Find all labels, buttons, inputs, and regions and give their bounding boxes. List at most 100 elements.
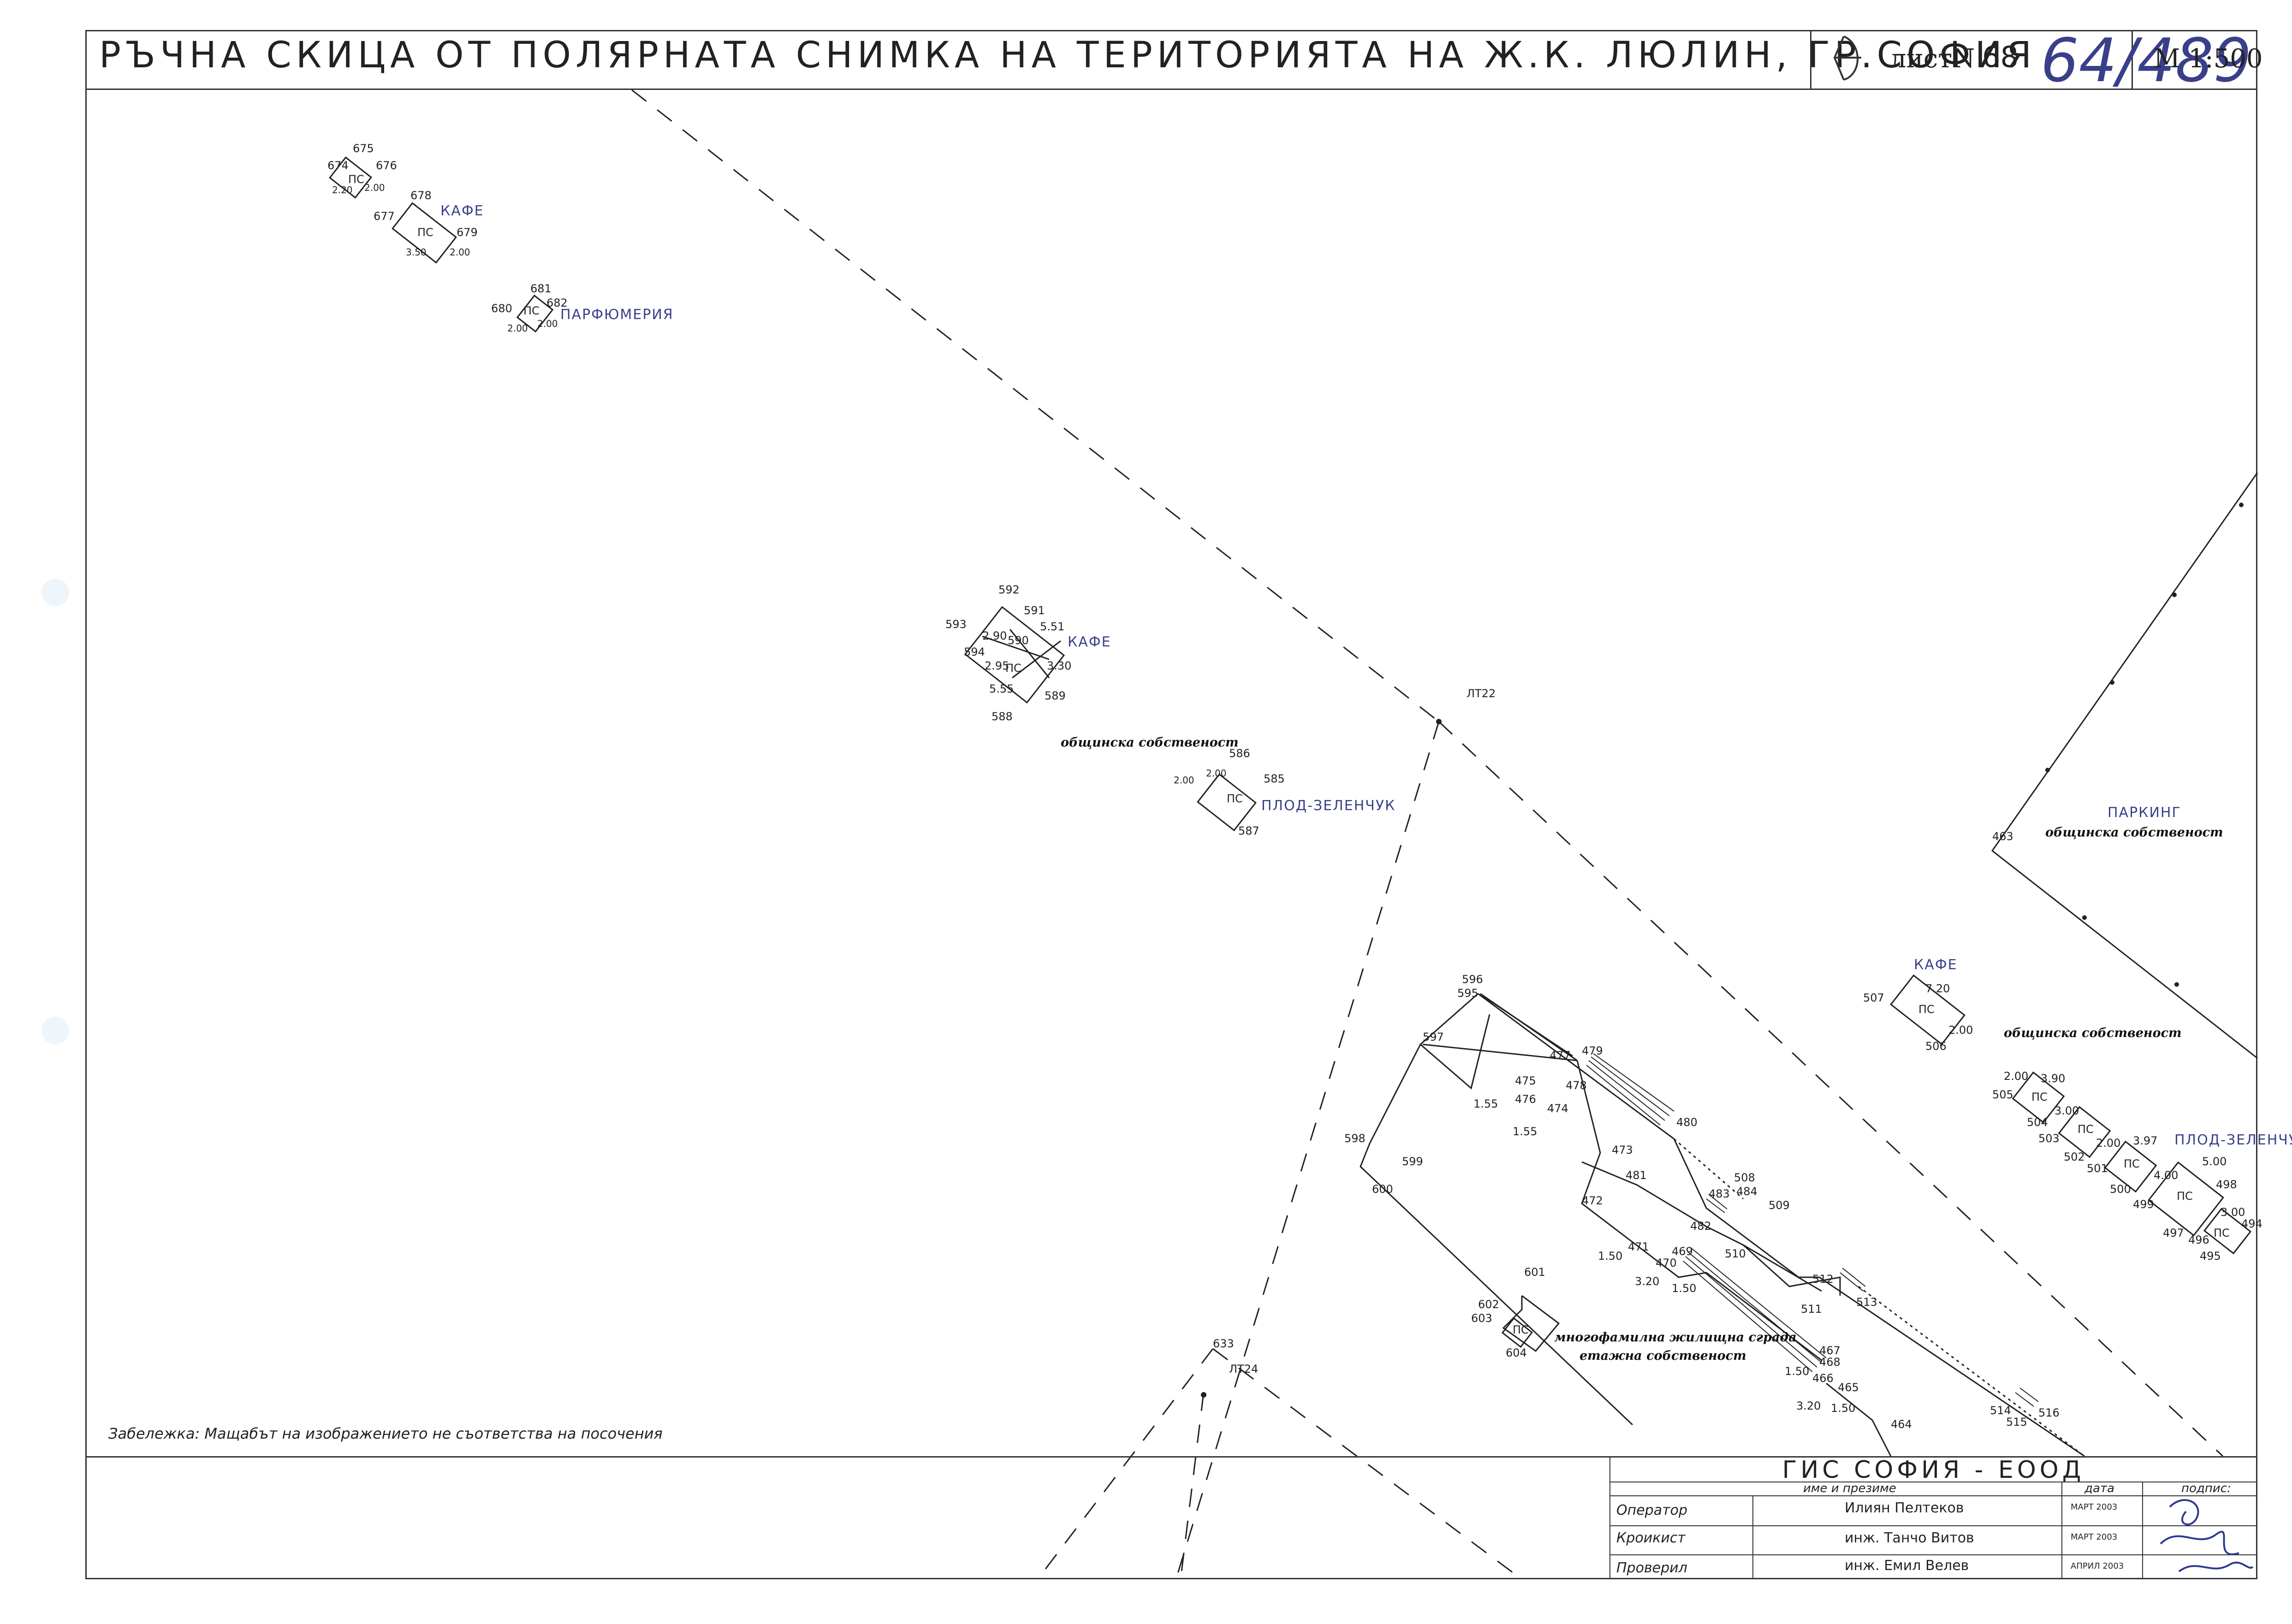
point-label: 470 <box>1656 1257 1677 1269</box>
name-column-header: име и презиме <box>1803 1482 1896 1495</box>
point-label: 633 <box>1213 1337 1234 1350</box>
point-label: 473 <box>1612 1144 1633 1156</box>
dimension-label: 1.50 <box>1785 1365 1810 1378</box>
date-value: МАРТ 2003 <box>2071 1532 2118 1542</box>
kiosk <box>1890 974 1965 1045</box>
handwritten-label: ПАРФЮМЕРИЯ <box>560 307 674 323</box>
dimension-label: 3.00 <box>2054 1104 2079 1117</box>
kiosk-label: ПС <box>523 304 540 317</box>
point-label: 677 <box>374 210 395 223</box>
handwritten-label: ПЛОД-ЗЕЛЕНЧУК <box>2174 1132 2292 1148</box>
dimension-label: 3.00 <box>2221 1206 2245 1219</box>
dimension-label: 2.00 <box>2004 1070 2029 1083</box>
point-label: 515 <box>2006 1416 2027 1428</box>
point-label: 591 <box>1024 604 1045 617</box>
dimension-label: 2.00 <box>364 182 385 193</box>
point-label: 496 <box>2188 1233 2209 1246</box>
point-label: 586 <box>1229 747 1250 760</box>
point-label: 501 <box>2087 1162 2108 1175</box>
point-label: 474 <box>1547 1102 1568 1115</box>
survey-line <box>1438 721 2224 1457</box>
dimension-label: 3.97 <box>2133 1134 2158 1147</box>
station-label: ЛТ22 <box>1467 687 1496 700</box>
dimension-label: 2.00 <box>1948 1024 1973 1037</box>
point-label: 480 <box>1676 1116 1698 1129</box>
point-label: 471 <box>1628 1240 1649 1253</box>
point-label: 678 <box>410 189 432 202</box>
kiosk-label: ПС <box>2214 1227 2230 1239</box>
ownership-label: общинска собственост <box>2004 1026 2182 1040</box>
kiosk <box>1197 773 1257 831</box>
kiosk-label: ПС <box>1918 1003 1935 1016</box>
point-label: 589 <box>1045 689 1066 702</box>
handwritten-sheet-number: 64/489 <box>2041 25 2252 95</box>
point-label: 588 <box>992 710 1013 723</box>
dimension-label: 5.00 <box>2202 1155 2227 1168</box>
point-label: 597 <box>1423 1031 1444 1043</box>
point-label: 603 <box>1471 1312 1492 1325</box>
handwritten-label: КАФЕ <box>1914 957 1958 973</box>
point-label: 504 <box>2027 1116 2048 1129</box>
handwritten-label: КАФЕ <box>1068 634 1111 650</box>
kiosk-label: ПС <box>2124 1157 2140 1170</box>
point-label: 463 <box>1992 830 2013 843</box>
scale-note: Забележка: Мащабът на изображението не с… <box>108 1425 663 1442</box>
person-name: Илиян Пелтеков <box>1845 1500 1964 1516</box>
point-label: 601 <box>1524 1266 1545 1279</box>
sheet-label: листN <box>1890 44 1975 74</box>
point-label: 585 <box>1264 772 1285 785</box>
kiosk-label: ПС <box>2031 1091 2048 1103</box>
ownership-label: общинска собственост <box>1061 735 1239 750</box>
signature-icon <box>2160 1499 2254 1572</box>
point-label: 506 <box>1925 1040 1947 1053</box>
sheet-title: РЪЧНА СКИЦА ОТ ПОЛЯРНАТА СНИМКА НА ТЕРИТ… <box>99 35 2037 76</box>
company-name: ГИС СОФИЯ - ЕООД <box>1782 1456 2085 1484</box>
map-scale: M 1:500 <box>2154 44 2263 74</box>
dimension-label: 1.55 <box>1513 1125 1538 1138</box>
point-label: 674 <box>327 159 349 172</box>
title-bar: РЪЧНА СКИЦА ОТ ПОЛЯРНАТА СНИМКА НА ТЕРИТ… <box>85 25 2263 95</box>
point-label: 681 <box>530 282 552 295</box>
kiosk <box>392 202 457 264</box>
point-label: 513 <box>1856 1296 1877 1309</box>
kiosk-label: ПС <box>2078 1123 2094 1136</box>
sheet-logo-icon <box>1833 36 1861 81</box>
point-label: 503 <box>2038 1132 2060 1145</box>
point-label: 476 <box>1515 1093 1536 1106</box>
punch-hole <box>42 579 69 606</box>
point-label: 512 <box>1812 1273 1834 1286</box>
kiosk <box>2058 1106 2111 1158</box>
dimension-label: 2.00 <box>2096 1137 2121 1150</box>
map-frame <box>85 30 2257 1579</box>
point-label: 464 <box>1891 1418 1912 1431</box>
point-label: 507 <box>1863 991 1884 1004</box>
point-label: 465 <box>1838 1381 1859 1394</box>
ownership-label: етажна собственост <box>1579 1349 1746 1363</box>
dimension-label: 2.00 <box>1206 768 1227 779</box>
dimension-label: 2.00 <box>507 323 528 334</box>
bottom-border <box>85 1456 2257 1458</box>
point-label: 478 <box>1566 1079 1587 1092</box>
survey-line <box>1212 1348 1522 1580</box>
point-label: 596 <box>1462 973 1483 986</box>
dimension-label: 2.20 <box>332 184 353 196</box>
kiosk-label: ПС <box>1513 1323 1529 1336</box>
point-label: 479 <box>1582 1044 1603 1057</box>
point-label: 502 <box>2064 1150 2085 1163</box>
building-label: многофамилна жилищна сграда <box>1554 1330 1797 1345</box>
role-label: Оператор <box>1616 1502 1687 1518</box>
point-label: 482 <box>1690 1220 1711 1233</box>
point-label: 483 <box>1709 1187 1730 1200</box>
dimension-label: 2.00 <box>1174 775 1194 786</box>
point-label: 497 <box>2163 1227 2184 1239</box>
date-value: АПРИЛ 2003 <box>2071 1561 2124 1571</box>
dimension-label: 5.51 <box>1040 620 1065 633</box>
sign-column-header: подпис: <box>2181 1482 2231 1495</box>
dimension-label: 2.00 <box>450 247 470 258</box>
date-column-header: дата <box>2084 1482 2114 1495</box>
survey-line <box>1037 1348 1214 1580</box>
dimension-label: 3.90 <box>2041 1072 2066 1085</box>
handwritten-label: ПАРКИНГ <box>2108 805 2181 821</box>
